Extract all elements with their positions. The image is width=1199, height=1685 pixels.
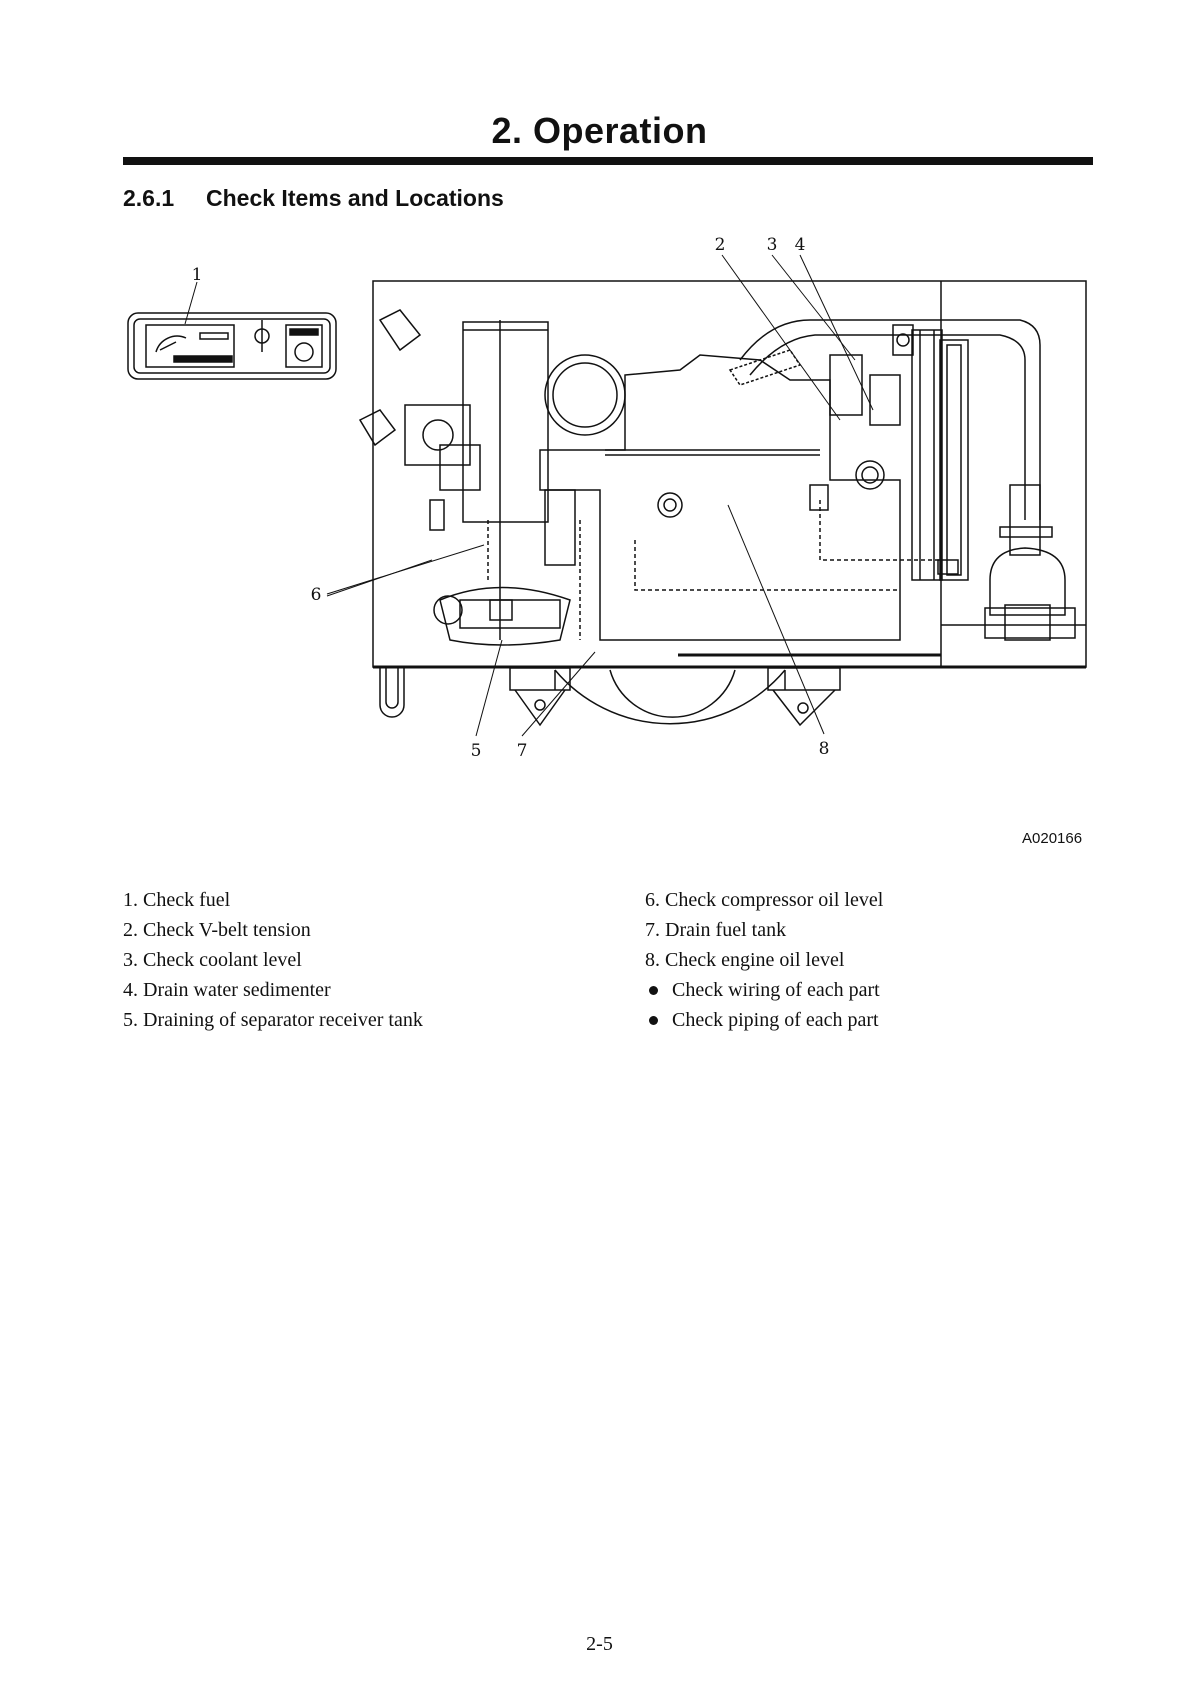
list-item: 8. Check engine oil level (645, 949, 845, 971)
list-item: 4. Drain water sedimenter (123, 979, 331, 1001)
list-item: 1. Check fuel (123, 889, 231, 911)
list-item: 2. Check V-belt tension (123, 919, 311, 941)
page-number: 2-5 (586, 1633, 613, 1655)
engine-body (358, 309, 940, 646)
list-item: 7. Drain fuel tank (645, 919, 787, 941)
section-title: Check Items and Locations (206, 185, 504, 211)
callout-7: 7 (517, 741, 528, 761)
bullet-text: Check wiring of each part (672, 979, 880, 1001)
figure-id: A020166 (1022, 830, 1083, 847)
callout-labels: 1 2 3 4 5 6 7 8 (192, 235, 830, 761)
callout-8: 8 (819, 739, 830, 759)
list-item: 5. Draining of separator receiver tank (123, 1009, 423, 1031)
list-item: 6. Check compressor oil level (645, 889, 884, 911)
bullet-icon (649, 1015, 658, 1025)
page-title: 2. Operation (491, 110, 708, 151)
bullet-item: Check wiring of each part (645, 975, 883, 1005)
callout-4: 4 (795, 235, 806, 255)
control-panel (127, 312, 337, 380)
title-rule (123, 157, 1093, 165)
callout-1: 1 (192, 265, 203, 285)
wheel (554, 669, 786, 725)
section-number: 2.6.1 (123, 185, 175, 211)
hose-and-belt (728, 319, 1041, 520)
leader-lines (184, 254, 874, 737)
engine-diagram: 1 2 3 4 5 6 7 8 (127, 235, 1087, 761)
radiator (911, 329, 969, 581)
check-list-right: 6. Check compressor oil level 7. Drain f… (645, 885, 883, 1035)
frame (372, 280, 1087, 718)
callout-3: 3 (767, 235, 778, 255)
callout-2: 2 (715, 235, 726, 255)
callout-6: 6 (311, 585, 322, 605)
callout-5: 5 (471, 741, 482, 761)
muffler (941, 484, 1086, 641)
check-list-left: 1. Check fuel 2. Check V-belt tension 3.… (123, 885, 423, 1035)
bullet-text: Check piping of each part (672, 1009, 879, 1031)
section-heading: 2.6.1 Check Items and Locations (123, 185, 504, 212)
list-item: 3. Check coolant level (123, 949, 302, 971)
axle-brackets (509, 667, 841, 727)
bullet-icon (649, 985, 658, 995)
bullet-item: Check piping of each part (645, 1005, 883, 1035)
